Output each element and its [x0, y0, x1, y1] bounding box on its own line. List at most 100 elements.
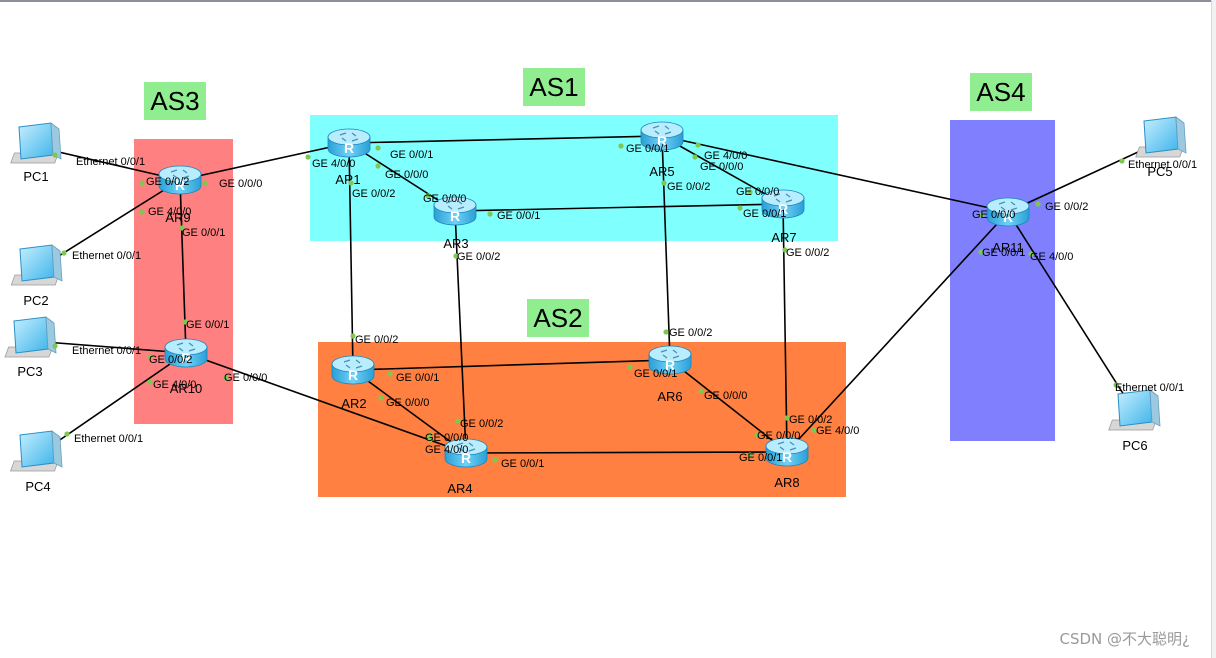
- port-label-ar10: GE 0/0/2: [149, 354, 192, 366]
- link-ar6-ar8[interactable]: [669, 359, 788, 453]
- port-dot: [784, 415, 790, 421]
- pc6-label: PC6: [1122, 438, 1147, 453]
- port-label-pc6: Ethernet 0/0/1: [1115, 382, 1184, 394]
- svg-text:R: R: [181, 350, 191, 366]
- link-ar3-ar4[interactable]: [454, 210, 467, 454]
- ar6-label: AR6: [657, 389, 682, 404]
- pc2-pc-icon[interactable]: [10, 244, 63, 286]
- port-label-ar10: GE 0/0/1: [186, 319, 229, 331]
- pc6-pc-icon[interactable]: [1108, 389, 1161, 431]
- ar1-router-icon[interactable]: R: [327, 128, 371, 158]
- port-dot: [782, 247, 788, 253]
- port-label-ar8: GE 0/0/2: [789, 414, 832, 426]
- link-ar2-ar6[interactable]: [352, 359, 671, 371]
- ar6-router-icon[interactable]: R: [648, 345, 692, 375]
- port-dot: [747, 189, 753, 195]
- port-dot: [661, 180, 667, 186]
- svg-text:R: R: [450, 208, 460, 224]
- ar1-label: AR1: [335, 172, 360, 187]
- port-label-pc1: Ethernet 0/0/1: [76, 156, 145, 168]
- ar7-router-icon[interactable]: R: [761, 189, 805, 219]
- as4-region: [950, 120, 1055, 441]
- port-label-ar10: GE 4/0/0: [153, 379, 196, 391]
- svg-text:R: R: [1003, 209, 1013, 225]
- pc1-pc-icon[interactable]: [10, 122, 62, 164]
- port-dot: [425, 193, 431, 199]
- link-ar8-ar11[interactable]: [786, 211, 1009, 453]
- port-label-ar11: GE 0/0/1: [982, 247, 1025, 259]
- link-ar9-ar1[interactable]: [179, 142, 350, 181]
- port-dot: [427, 437, 433, 443]
- link-ar1-ar3[interactable]: [348, 142, 456, 212]
- ar9-router-icon[interactable]: R: [158, 165, 202, 195]
- port-dot: [811, 427, 817, 433]
- link-pc4-ar10[interactable]: [37, 352, 187, 456]
- port-dot: [1113, 382, 1119, 388]
- link-ar5-ar6[interactable]: [661, 135, 671, 361]
- ar4-router-icon[interactable]: R: [444, 438, 488, 468]
- port-dot: [1035, 201, 1041, 207]
- port-dot: [663, 329, 669, 335]
- pc1-label: PC1: [23, 169, 48, 184]
- port-label-ar1: GE 4/0/0: [312, 158, 355, 170]
- pc4-pc-icon[interactable]: [9, 430, 63, 472]
- vertical-scrollbar[interactable]: [1211, 0, 1216, 658]
- ar2-router-icon[interactable]: R: [331, 355, 375, 385]
- ar10-router-icon[interactable]: R: [164, 338, 208, 368]
- port-label-ar8: GE 0/0/1: [739, 452, 782, 464]
- ar5-label: AR5: [649, 164, 674, 179]
- ar2-label: AR2: [341, 396, 366, 411]
- port-dot: [139, 209, 145, 215]
- port-dot: [453, 253, 459, 259]
- port-dot: [487, 211, 493, 217]
- link-ar4-ar8[interactable]: [465, 451, 788, 454]
- port-dot: [737, 205, 743, 211]
- ar5-router-icon[interactable]: R: [640, 121, 684, 151]
- port-label-ar8: GE 4/0/0: [816, 425, 859, 437]
- window-top-border: [0, 0, 1216, 2]
- port-dot: [698, 388, 704, 394]
- ar7-label: AR7: [771, 230, 796, 245]
- port-label-ar5: GE 0/0/1: [626, 143, 669, 155]
- port-dot: [375, 145, 381, 151]
- svg-text:R: R: [461, 450, 471, 466]
- as1-label: AS1: [523, 68, 585, 106]
- port-dot: [147, 379, 153, 385]
- link-ar10-ar4[interactable]: [185, 352, 467, 454]
- link-ar2-ar4[interactable]: [352, 369, 467, 454]
- svg-text:R: R: [782, 449, 792, 465]
- link-ar5-ar11[interactable]: [661, 135, 1009, 213]
- port-label-ar3: GE 0/0/2: [457, 251, 500, 263]
- link-ar11-pc6[interactable]: [1007, 211, 1137, 415]
- ar11-label: AR11: [992, 240, 1024, 255]
- link-ar3-ar7[interactable]: [454, 203, 784, 212]
- port-dot: [427, 432, 433, 438]
- port-label-pc4: Ethernet 0/0/1: [74, 433, 143, 445]
- pc3-pc-icon[interactable]: [4, 316, 57, 358]
- port-dot: [1028, 251, 1034, 257]
- link-ar11-pc5[interactable]: [1007, 140, 1163, 213]
- svg-text:R: R: [348, 367, 358, 383]
- link-ar7-ar8[interactable]: [782, 203, 788, 453]
- pc5-pc-icon[interactable]: [1135, 116, 1187, 158]
- port-label-ar9: GE 0/0/2: [146, 176, 189, 188]
- port-label-ar4: GE 0/0/1: [501, 458, 544, 470]
- link-pc3-ar10[interactable]: [31, 340, 187, 354]
- port-label-pc3: Ethernet 0/0/1: [72, 345, 141, 357]
- ar11-router-icon[interactable]: R: [986, 197, 1030, 227]
- link-ar1-ar5[interactable]: [348, 135, 663, 144]
- port-label-ar11: GE 4/0/0: [1030, 251, 1073, 263]
- port-dot: [52, 343, 58, 349]
- link-pc2-ar9[interactable]: [37, 179, 181, 270]
- port-label-ar2: GE 0/0/1: [396, 372, 439, 384]
- link-ar5-ar7[interactable]: [661, 135, 784, 205]
- port-dot: [139, 180, 145, 186]
- port-label-ar3: GE 0/0/0: [423, 193, 466, 205]
- port-dot: [202, 180, 208, 186]
- port-dot: [378, 395, 384, 401]
- port-label-ar4: GE 0/0/2: [460, 418, 503, 430]
- port-dot: [223, 375, 229, 381]
- ar3-router-icon[interactable]: R: [433, 196, 477, 226]
- port-label-ar6: GE 0/0/2: [669, 327, 712, 339]
- ar8-router-icon[interactable]: R: [765, 437, 809, 467]
